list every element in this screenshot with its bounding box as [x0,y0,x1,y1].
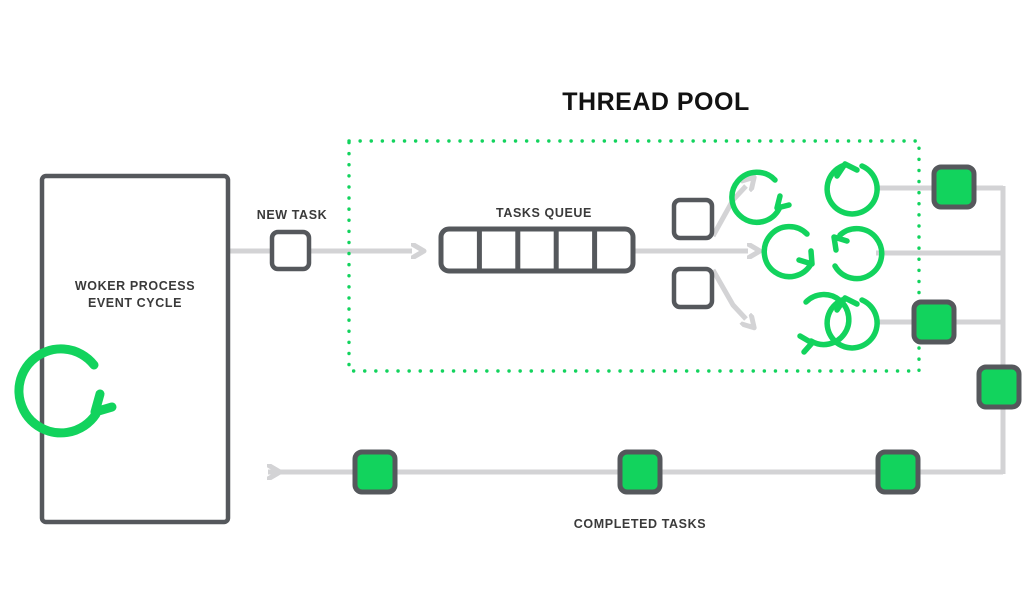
dispatch-square-1 [671,197,715,241]
tasks-queue-label: TASKS QUEUE [496,206,592,220]
new-task-square [269,229,312,272]
thread-icon-r3-c2 [824,295,880,351]
thread-icon-r2-c1 [761,223,815,280]
tasks-queue [438,226,636,274]
completed-task-square-pool-row3 [911,299,957,345]
new-task-label: NEW TASK [256,208,328,222]
event-cycle-circular-arrow [14,344,117,438]
thread-icon-r2-c2 [831,225,885,282]
completed-task-square-right-rail [976,364,1022,410]
dispatch-square-2 [671,266,715,310]
completed-task-square-return-1 [875,449,921,495]
worker-process-label: WOKER PROCESS EVENT CYCLE [74,279,196,310]
completed-task-square-return-2 [617,449,663,495]
completed-task-square-return-3 [352,449,398,495]
page-title: THREAD POOL [562,88,750,116]
thread-icon-r1-c2 [824,161,880,217]
completed-task-square-pool-row1 [931,164,977,210]
tasks-queue-outline [438,226,636,274]
thread-icon-r3-c1 [797,291,852,355]
connector-fan-down [710,268,746,319]
thread-icon-r1-c1 [729,169,792,225]
completed-tasks-label: COMPLETED TASKS [573,517,707,531]
